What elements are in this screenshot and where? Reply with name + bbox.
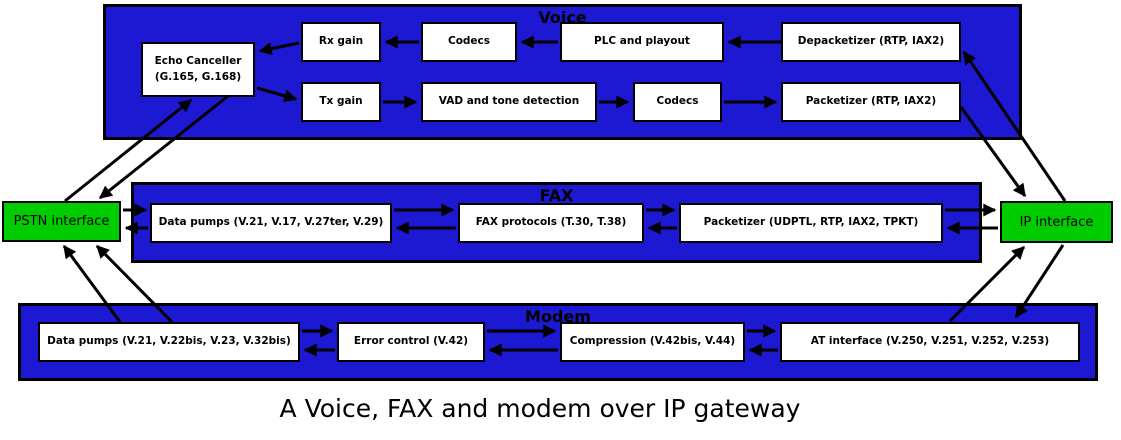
modem-data-pumps-box: Data pumps (V.21, V.22bis, V.23, V.32bis… — [38, 322, 300, 362]
modem-at-interface-box: AT interface (V.250, V.251, V.252, V.253… — [780, 322, 1080, 362]
modem-section-title: Modem — [525, 307, 591, 326]
voice-depacketizer-box: Depacketizer (RTP, IAX2) — [781, 22, 961, 62]
fax-data-pumps-box: Data pumps (V.21, V.17, V.27ter, V.29) — [150, 203, 392, 243]
diagram-caption: A Voice, FAX and modem over IP gateway — [279, 394, 801, 423]
voice-echo-canceller-box: Echo Canceller (G.165, G.168) — [141, 42, 255, 97]
voice-plc-playout-box: PLC and playout — [560, 22, 724, 62]
fax-protocols-box: FAX protocols (T.30, T.38) — [458, 203, 644, 243]
pstn-interface-box: PSTN interface — [2, 201, 121, 242]
voice-vad-box: VAD and tone detection — [421, 82, 597, 122]
voice-rx-gain-box: Rx gain — [301, 22, 381, 62]
voice-tx-gain-box: Tx gain — [301, 82, 381, 122]
voice-codecs-rx-box: Codecs — [421, 22, 517, 62]
fax-section-title: FAX — [539, 186, 574, 205]
voice-packetizer-box: Packetizer (RTP, IAX2) — [781, 82, 961, 122]
modem-error-control-box: Error control (V.42) — [337, 322, 485, 362]
voice-codecs-tx-box: Codecs — [633, 82, 722, 122]
fax-packetizer-box: Packetizer (UDPTL, RTP, IAX2, TPKT) — [679, 203, 943, 243]
modem-compression-box: Compression (V.42bis, V.44) — [560, 322, 745, 362]
ip-interface-box: IP interface — [1000, 201, 1113, 243]
